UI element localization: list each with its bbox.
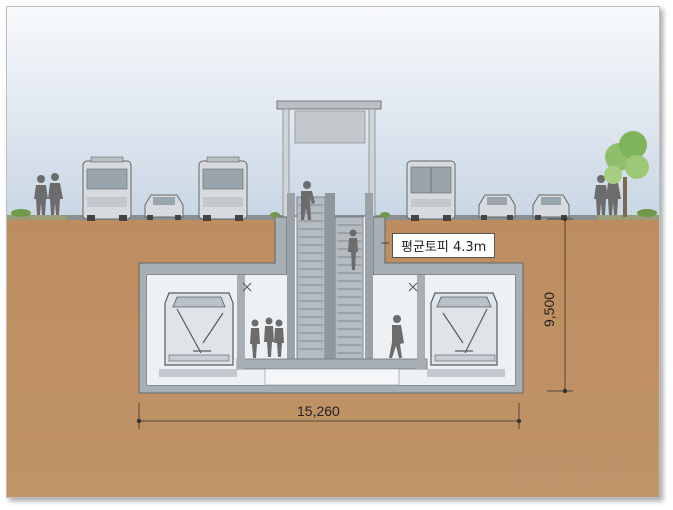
person-escalator	[301, 181, 315, 220]
cross-section-drawing	[7, 7, 659, 497]
cover-depth-label: 평균토피 4.3m	[392, 233, 496, 258]
depth-dimension-label: 9,500	[541, 291, 557, 327]
vehicles	[82, 156, 570, 221]
train-left	[164, 292, 234, 366]
width-dimension-label: 15,260	[297, 403, 340, 419]
train-right	[430, 292, 498, 366]
concourse-floor	[236, 358, 428, 370]
entrance-sign	[294, 110, 366, 144]
diagram-frame: 평균토피 4.3m 15,260 9,500 엉뚱마녀	[6, 6, 660, 498]
station-entrance	[276, 100, 382, 218]
tree	[604, 131, 649, 217]
dimension-lines	[136, 216, 573, 429]
watermark: 엉뚱마녀	[507, 453, 622, 488]
escalators	[296, 193, 364, 360]
people-concourse	[250, 229, 404, 358]
